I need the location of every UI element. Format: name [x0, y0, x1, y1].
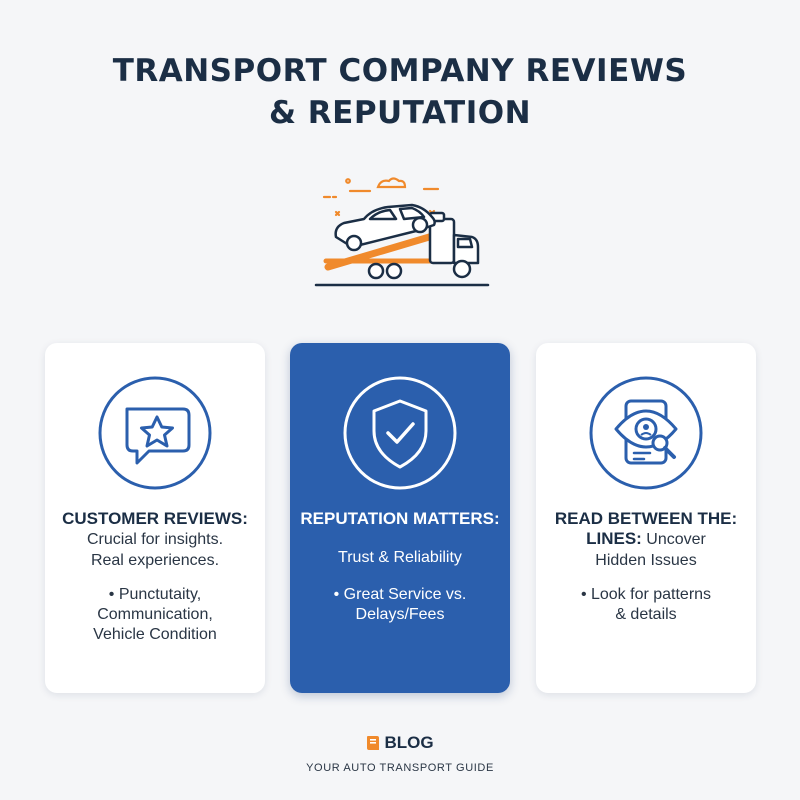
blog-brand[interactable]: BLOG — [366, 733, 434, 753]
card-heading: CUSTOMER REVIEWS: Crucial for insights. … — [53, 509, 257, 571]
card-heading-line-2: LINES: Uncover — [544, 529, 748, 550]
card-heading: REPUTATION MATTERS: — [298, 509, 502, 529]
card-bullet-line-1: • Great Service vs. — [333, 586, 467, 603]
eye-magnifier-document-icon — [589, 376, 703, 490]
card-bullet: • Look for patterns & details — [544, 585, 748, 625]
page-title: TRANSPORT COMPANY REVIEWS & REPUTATION — [0, 50, 800, 134]
card-heading: READ BETWEEN THE: LINES: Uncover Hidden … — [544, 509, 748, 571]
card-heading-text: CUSTOMER REVIEWS: — [62, 509, 248, 528]
card-bullet-line-2: Delays/Fees — [355, 606, 445, 623]
card-customer-reviews: CUSTOMER REVIEWS: Crucial for insights. … — [45, 343, 265, 693]
card-description-line-2: Real experiences. — [90, 552, 220, 569]
card-bullet-line-1: • Look for patterns — [580, 586, 712, 603]
card-bullet-line-1: • Punctutaity, Communication, — [97, 586, 213, 623]
card-description-line-3: Hidden Issues — [595, 552, 697, 569]
footer: BLOG YOUR AUTO TRANSPORT GUIDE — [0, 733, 800, 774]
tow-truck-carrying-car-icon — [314, 177, 490, 287]
shield-check-icon — [343, 376, 457, 490]
card-bullet-line-2: Vehicle Condition — [93, 626, 217, 643]
card-description-line-1: Crucial for insights. — [86, 531, 224, 548]
card-heading-line-1: READ BETWEEN THE: — [554, 509, 738, 528]
tagline: YOUR AUTO TRANSPORT GUIDE — [306, 762, 494, 774]
page-title-line-1: TRANSPORT COMPANY REVIEWS — [112, 53, 688, 89]
card-bullet: • Punctutaity, Communication, Vehicle Co… — [53, 585, 257, 645]
star-speech-bubble-icon — [98, 376, 212, 490]
card-heading-bold: LINES: — [586, 529, 642, 548]
card-heading-rest: Uncover — [641, 531, 706, 548]
card-bullet-line-2: & details — [615, 606, 677, 623]
card-bullet: • Great Service vs. Delays/Fees — [298, 585, 502, 625]
card-read-between-lines: READ BETWEEN THE: LINES: Uncover Hidden … — [536, 343, 756, 693]
brand-name: BLOG — [384, 733, 434, 752]
card-heading-text: REPUTATION MATTERS: — [300, 509, 500, 528]
book-icon — [367, 736, 380, 750]
card-description-line-1: Trust & Reliability — [338, 549, 462, 566]
page-title-line-2: & REPUTATION — [268, 95, 532, 131]
card-reputation-matters: REPUTATION MATTERS: Trust & Reliability … — [290, 343, 510, 693]
